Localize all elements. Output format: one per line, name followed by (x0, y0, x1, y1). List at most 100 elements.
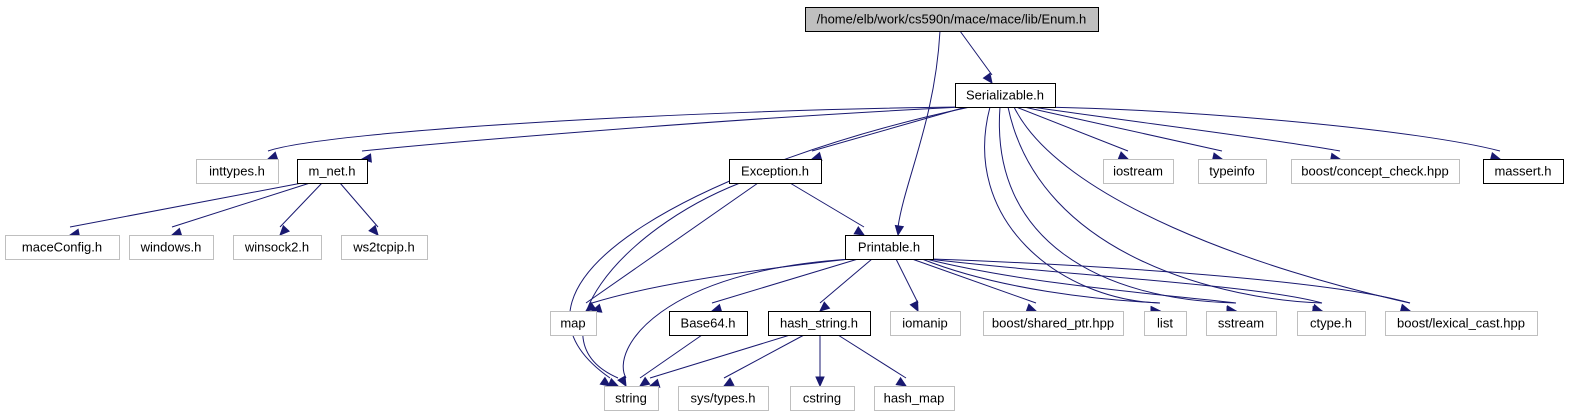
edge-enum_h-to-printable_h (894, 30, 941, 237)
edge-arrowhead (722, 377, 735, 387)
node-label: sys/types.h (690, 391, 755, 406)
node-box (1385, 311, 1538, 336)
edge-printable_h-to-boost_shared_ptr_hpp (911, 258, 1038, 313)
edge-arrowhead (909, 300, 919, 313)
edge-line (267, 106, 961, 152)
node-label: ctype.h (1310, 316, 1352, 331)
node-box (955, 83, 1056, 108)
node-printable-h[interactable]: Printable.h (845, 235, 934, 260)
node-label: iostream (1113, 164, 1163, 179)
node-hash-map: hash_map (874, 386, 955, 411)
node-label: windows.h (140, 240, 202, 255)
edge-line (622, 258, 854, 379)
edge-printable_h-to-ctype_h (928, 258, 1324, 313)
edge-printable_h-to-list (921, 258, 1162, 316)
edge-line (591, 258, 851, 304)
node-maceconfig-h: maceConfig.h (5, 235, 120, 260)
node-ctype-h: ctype.h (1297, 311, 1366, 336)
edge-printable_h-to-hash_string_h (819, 258, 873, 312)
node-label: m_net.h (309, 164, 356, 179)
node-label: Printable.h (858, 240, 920, 255)
node-label: typeinfo (1209, 164, 1255, 179)
edge-enum_h-to-serializable_h (959, 30, 993, 84)
node-box (845, 235, 934, 260)
node-typeinfo: typeinfo (1198, 159, 1267, 184)
edge-hash_string_h-to-sys_types_h (722, 334, 805, 387)
node-label: Base64.h (681, 316, 736, 331)
node-windows-h: windows.h (129, 235, 214, 260)
edge-line (897, 30, 941, 228)
node-box (1198, 159, 1267, 184)
edge-line (582, 182, 741, 379)
node-box (5, 235, 120, 260)
node-massert-h[interactable]: massert.h (1483, 159, 1564, 184)
edge-hash_string_h-to-hash_map (837, 334, 908, 387)
edge-line (339, 182, 379, 228)
node-winsock2-h: winsock2.h (233, 235, 322, 260)
node-box (890, 311, 961, 336)
node-box (1291, 159, 1460, 184)
edge-line (279, 182, 323, 228)
node-label: hash_map (884, 391, 945, 406)
node-inttypes-h: inttypes.h (196, 159, 279, 184)
node-box (1206, 311, 1277, 336)
edge-line (1007, 106, 1323, 304)
edge-line (1013, 106, 1411, 304)
node-list: list (1144, 311, 1187, 336)
edge-line (921, 258, 1161, 304)
edge-m_net_h-to-ws2tcpip_h (339, 182, 379, 236)
node-box (768, 311, 871, 336)
node-m-net-h[interactable]: m_net.h (297, 159, 368, 184)
node-box (233, 235, 322, 260)
node-sstream: sstream (1206, 311, 1277, 336)
node-label: sstream (1218, 316, 1264, 331)
node-label: map (560, 316, 585, 331)
node-label: /home/elb/work/cs590n/mace/mace/lib/Enum… (817, 12, 1087, 27)
node-cstring: cstring (790, 386, 855, 411)
edge-base64_h-to-string (638, 334, 703, 387)
edge-printable_h-to-sstream (925, 258, 1238, 315)
node-box (678, 386, 769, 411)
edge-serializable_h-to-inttypes_h (266, 106, 961, 161)
node-box (805, 7, 1099, 32)
edge-printable_h-to-boost_lexical_cast_hpp (930, 258, 1412, 313)
node-base64-h[interactable]: Base64.h (669, 311, 748, 336)
node-iomanip: iomanip (890, 311, 961, 336)
edge-line (959, 30, 993, 76)
edge-line (895, 258, 919, 304)
node-hash-string-h[interactable]: hash_string.h (768, 311, 871, 336)
node-boost-concept-check-hpp: boost/concept_check.hpp (1291, 159, 1460, 184)
edge-serializable_h-to-boost_concept_check_hpp (1031, 106, 1342, 162)
edge-line (930, 258, 1411, 304)
node-label: Serializable.h (966, 88, 1044, 103)
edge-arrowhead (982, 72, 993, 84)
edge-line (723, 334, 805, 379)
edge-printable_h-to-iomanip (895, 258, 919, 313)
edge-serializable_h-to-massert_h (1041, 106, 1502, 162)
edge-arrowhead (368, 224, 379, 236)
node-box (874, 386, 955, 411)
edge-serializable_h-to-typeinfo (1023, 106, 1224, 162)
edge-line (837, 334, 907, 379)
edge-line (1015, 106, 1129, 152)
edge-line (984, 106, 1161, 304)
node-enum-h: /home/elb/work/cs590n/mace/mace/lib/Enum… (805, 7, 1099, 32)
node-box (550, 311, 597, 336)
node-label: inttypes.h (209, 164, 265, 179)
edge-m_net_h-to-windows_h (170, 182, 311, 237)
node-serializable-h[interactable]: Serializable.h (955, 83, 1056, 108)
node-boost-shared-ptr-hpp: boost/shared_ptr.hpp (983, 311, 1124, 336)
edge-arrowhead (819, 301, 831, 312)
edge-serializable_h-to-sstream (998, 106, 1238, 316)
node-label: cstring (803, 391, 841, 406)
edge-line (171, 182, 311, 228)
node-label: ws2tcpip.h (352, 240, 414, 255)
node-label: boost/concept_check.hpp (1301, 164, 1448, 179)
edge-line (998, 106, 1237, 304)
edge-arrowhead (617, 375, 627, 388)
node-sys-types-h: sys/types.h (678, 386, 769, 411)
node-map: map (550, 311, 597, 336)
node-box (196, 159, 279, 184)
node-exception-h[interactable]: Exception.h (729, 159, 822, 184)
edge-arrowhead (894, 224, 905, 237)
